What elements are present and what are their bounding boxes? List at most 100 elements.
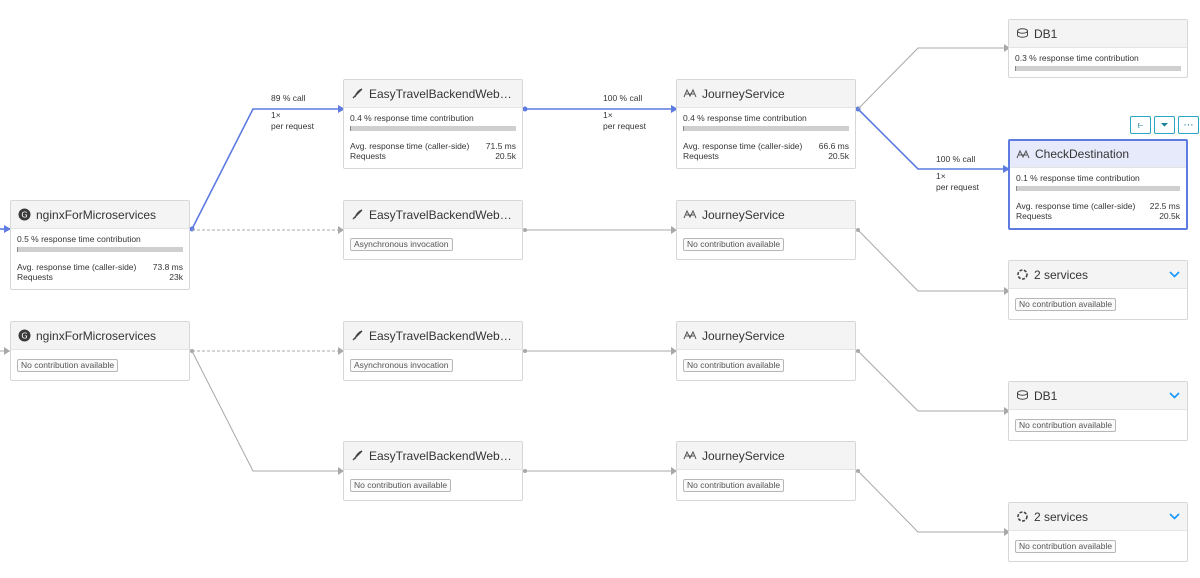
microservice-icon [1016,147,1030,161]
call-label-journey-check: 100 % call 1× per request [936,154,979,193]
service-node-journey[interactable]: JourneyService No contribution available [676,441,856,501]
node-header: JourneyService [677,322,855,350]
call-unit: per request [271,121,314,131]
status-badge: No contribution available [17,359,119,372]
node-title: JourneyService [702,207,785,222]
chevron-down-icon[interactable] [1167,268,1181,282]
status-badge: No contribution available [683,238,785,251]
node-title: EasyTravelBackendWebser… [369,328,516,343]
service-node-services[interactable]: 2 services No contribution available [1008,502,1188,562]
filter-button[interactable]: ⏷ [1154,116,1175,134]
service-node-nginx[interactable]: G nginxForMicroservices No contribution … [10,321,190,381]
node-header: JourneyService [677,80,855,108]
grey-edges [0,47,1008,533]
contribution-label: 0.4 % response time contribution [350,113,474,123]
node-title: 2 services [1034,509,1089,524]
contribution-bar-fill [683,126,684,131]
status-badge: No contribution available [1015,419,1117,432]
filter-icon: ⏷ [1160,119,1169,131]
call-count: 1× [603,110,613,120]
status-badge: Asynchronous invocation [350,359,453,372]
service-node-easytravel[interactable]: EasyTravelBackendWebser… 0.4 % response … [343,79,523,169]
svg-text:G: G [21,332,27,341]
node-title: EasyTravelBackendWebser… [369,207,516,222]
database-icon [1015,389,1029,403]
node-header: EasyTravelBackendWebser… [344,80,522,108]
status-badge: Asynchronous invocation [350,238,453,251]
hotspot-button[interactable]: ⥼ [1130,116,1151,134]
service-node-easytravel[interactable]: EasyTravelBackendWebser… Asynchronous in… [343,321,523,381]
avg-response-value: 71.5 ms [485,141,516,151]
node-title: CheckDestination [1035,147,1130,161]
chevron-down-icon[interactable] [1167,510,1181,524]
nginx-icon: G [17,208,31,222]
avg-response-label: Avg. response time (caller-side) [350,141,470,151]
requests-label: Requests [350,151,386,161]
call-count: 1× [271,110,281,120]
contribution-bar-fill [1015,66,1016,71]
service-node-journey[interactable]: JourneyService No contribution available [676,321,856,381]
node-header: EasyTravelBackendWebser… [344,201,522,229]
service-node-nginx[interactable]: G nginxForMicroservices 0.5 % response t… [10,200,190,290]
service-node-db1[interactable]: DB1 No contribution available [1008,381,1188,441]
node-title: 2 services [1034,267,1089,282]
contribution-bar [1015,66,1181,71]
contribution-bar [350,126,516,131]
node-title: JourneyService [702,86,785,101]
feather-icon [350,208,364,222]
avg-response-value: 73.8 ms [152,262,183,272]
microservice-icon [683,329,697,343]
requests-label: Requests [1016,211,1052,221]
contribution-label: 0.5 % response time contribution [17,234,141,244]
node-header: JourneyService [677,201,855,229]
contribution-bar [683,126,849,131]
chevron-down-icon[interactable] [1167,389,1181,403]
service-node-checkdestination[interactable]: CheckDestination 0.1 % response time con… [1008,139,1188,230]
status-badge: No contribution available [683,359,785,372]
node-header: G nginxForMicroservices [11,322,189,350]
avg-response-label: Avg. response time (caller-side) [17,262,137,272]
contribution-bar [17,247,183,252]
contribution-label: 0.3 % response time contribution [1015,53,1139,63]
requests-label: Requests [17,272,53,282]
contribution-label: 0.4 % response time contribution [683,113,807,123]
microservice-icon [683,449,697,463]
requests-label: Requests [683,151,719,161]
selected-node-toolbar: ⥼ ⏷ ⋯ [1130,116,1199,134]
hotspot-icon: ⥼ [1137,119,1144,131]
node-title: EasyTravelBackendWebser… [369,448,516,463]
call-unit: per request [936,182,979,192]
node-title: JourneyService [702,448,785,463]
service-node-services[interactable]: 2 services No contribution available [1008,260,1188,320]
call-unit: per request [603,121,646,131]
contribution-bar-fill [350,126,351,131]
call-percentage: 100 % call [936,154,976,164]
node-header: CheckDestination [1010,141,1186,168]
node-title: nginxForMicroservices [36,328,157,343]
services-icon [1015,510,1029,524]
more-icon: ⋯ [1183,119,1194,131]
service-node-easytravel[interactable]: EasyTravelBackendWebser… Asynchronous in… [343,200,523,260]
service-node-db1[interactable]: DB1 0.3 % response time contribution [1008,19,1188,78]
service-node-easytravel[interactable]: EasyTravelBackendWebser… No contribution… [343,441,523,501]
service-node-journey[interactable]: JourneyService No contribution available [676,200,856,260]
avg-response-label: Avg. response time (caller-side) [1016,201,1136,211]
node-title: EasyTravelBackendWebser… [369,86,516,101]
node-title: nginxForMicroservices [36,207,157,222]
avg-response-label: Avg. response time (caller-side) [683,141,803,151]
more-button[interactable]: ⋯ [1178,116,1199,134]
node-header: 2 services [1009,503,1187,531]
status-badge: No contribution available [350,479,452,492]
highlighted-path [0,108,1008,230]
service-node-journey[interactable]: JourneyService 0.4 % response time contr… [676,79,856,169]
call-percentage: 100 % call [603,93,643,103]
node-title: JourneyService [702,328,785,343]
node-title: DB1 [1034,26,1058,41]
feather-icon [350,87,364,101]
avg-response-value: 66.6 ms [818,141,849,151]
edge-nginx1-easy1 [191,108,342,230]
node-header: G nginxForMicroservices [11,201,189,229]
svg-text:G: G [21,211,27,220]
requests-value: 20.5k [1159,211,1180,221]
